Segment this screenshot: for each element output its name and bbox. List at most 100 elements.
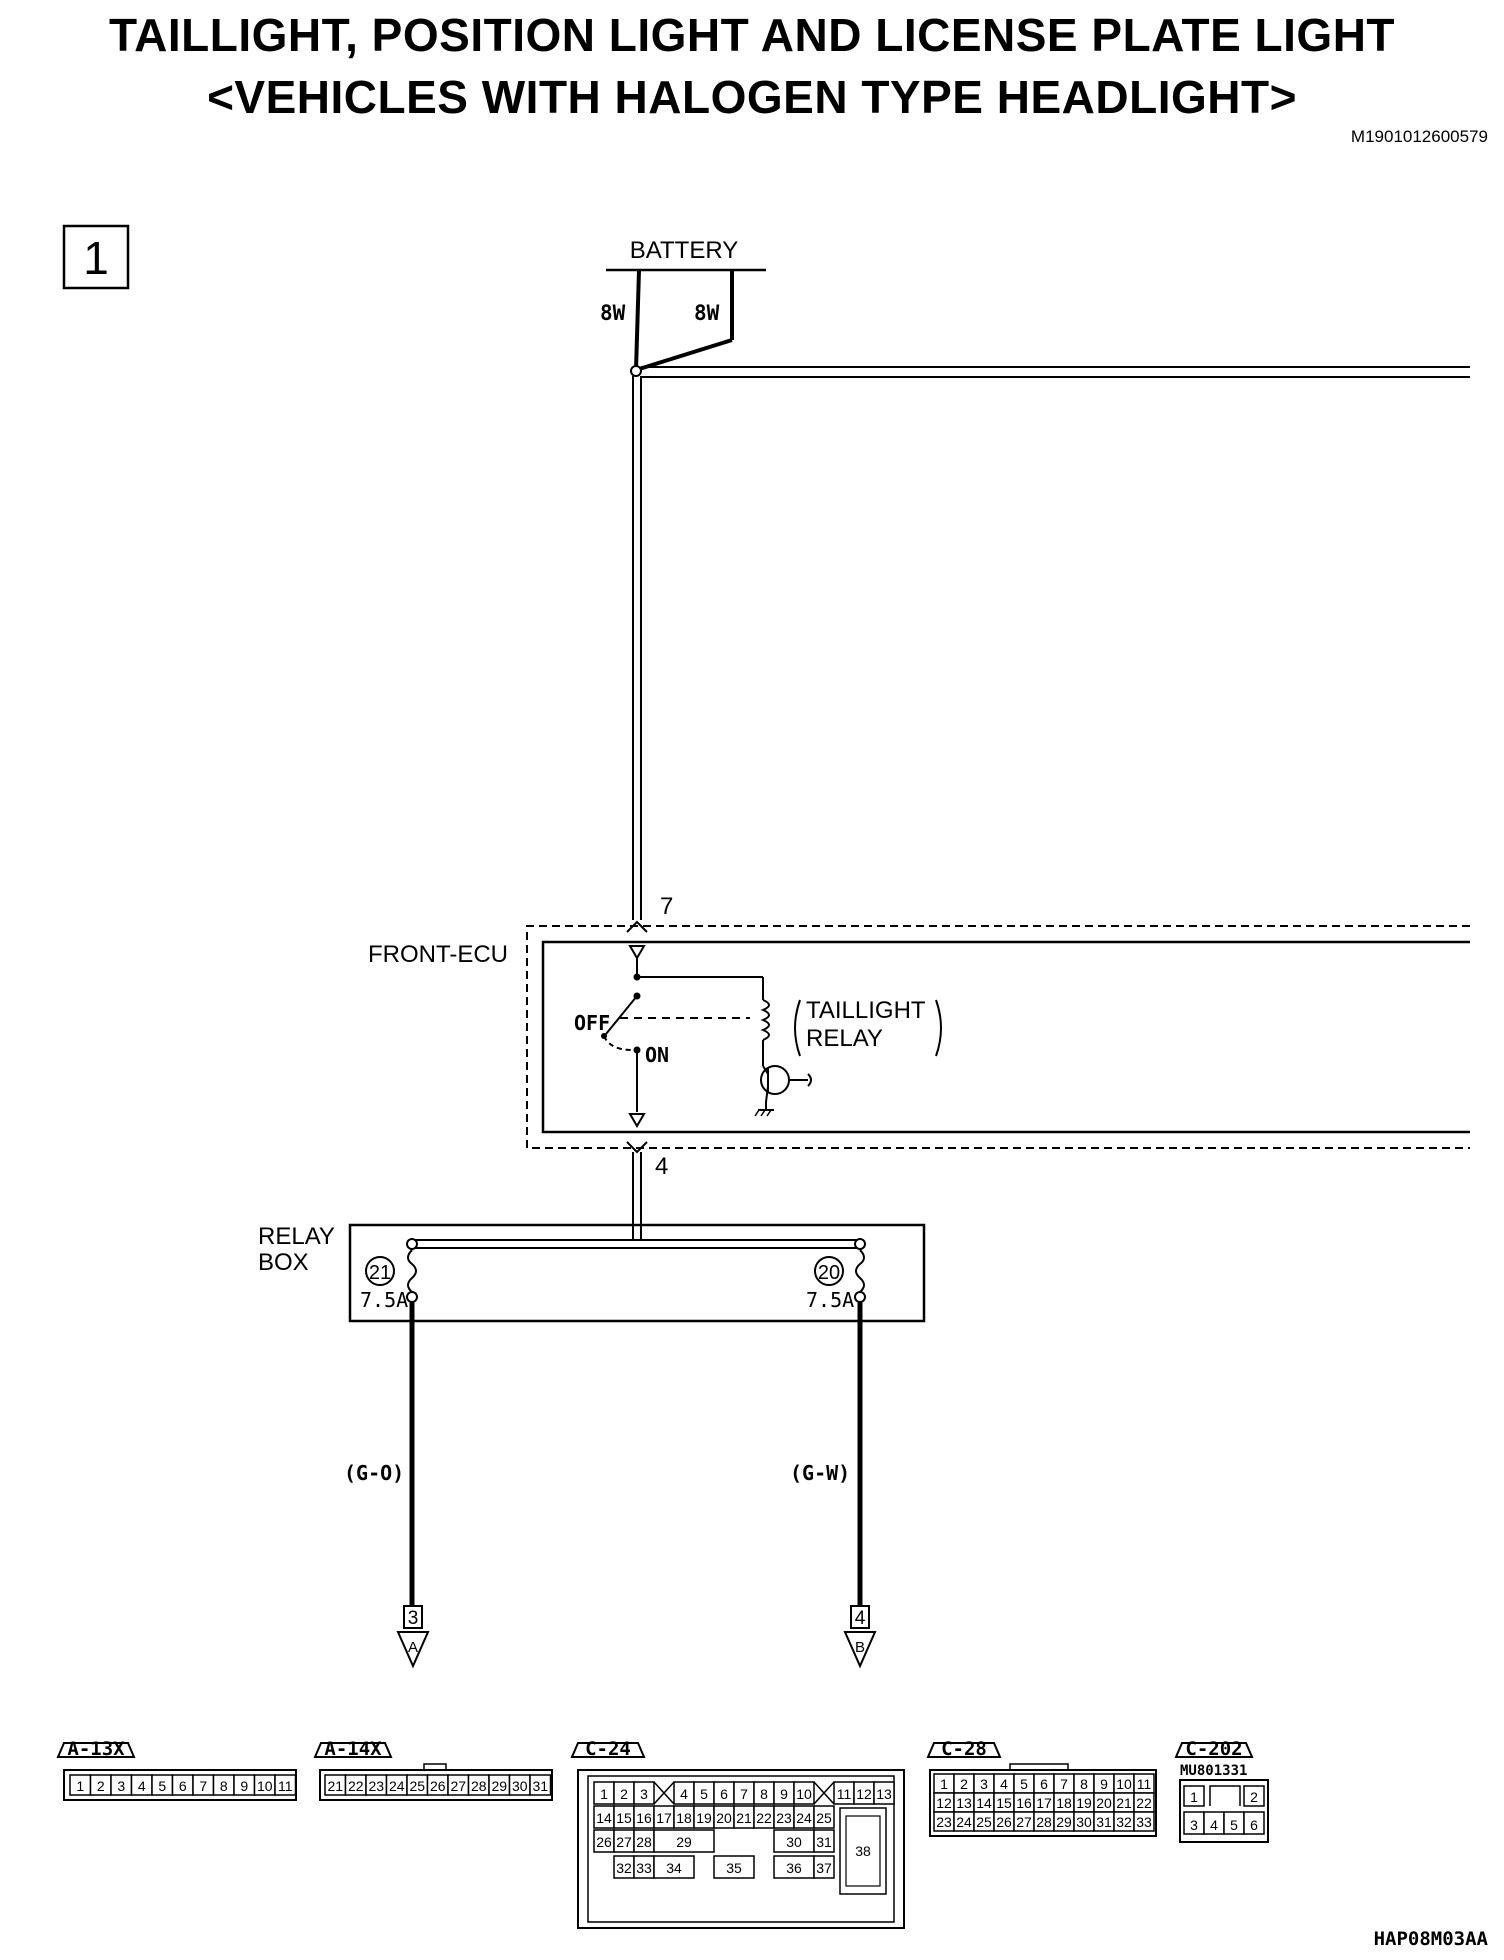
a13x-pin-label: 5 [158, 1778, 166, 1794]
relay-box-label-2: BOX [258, 1249, 309, 1276]
c24-pin-label: 20 [716, 1810, 732, 1826]
page-title-line-1: TAILLIGHT, POSITION LIGHT AND LICENSE PL… [108, 9, 1396, 61]
c24-pin-label: 17 [656, 1810, 672, 1826]
c28-pin-label: 10 [1116, 1776, 1132, 1792]
c24-pin-label: 38 [855, 1843, 871, 1859]
c28-pin-label: 17 [1036, 1795, 1052, 1811]
wire-g-w-label: (G-W) [790, 1461, 850, 1485]
ecu-pin-out: 4 [655, 1153, 668, 1180]
c24-pin-label: 30 [786, 1834, 802, 1850]
c24-pin-label: 26 [596, 1834, 612, 1850]
terminal-3: 3 [408, 1608, 419, 1629]
c24-pin-label: 37 [816, 1860, 832, 1876]
fuse-20: 20 7.5A [806, 1238, 866, 1312]
wire-g-o-label: (G-O) [344, 1461, 404, 1485]
c202-pin-1 [1183, 1785, 1205, 1807]
a13x-pin-label: 10 [257, 1778, 273, 1794]
a13x-pin-label: 2 [97, 1778, 105, 1794]
c24-pin-label: 21 [736, 1810, 752, 1826]
c24-pin-label: 28 [636, 1834, 652, 1850]
c28-pin-label: 30 [1076, 1814, 1092, 1830]
c24-pin-label: 2 [620, 1786, 628, 1802]
c28-pin-label: 31 [1096, 1814, 1112, 1830]
c28-pin-label: 20 [1096, 1795, 1112, 1811]
main-feed-wire [632, 366, 1470, 920]
c24-pin-label: 1 [600, 1786, 608, 1802]
c202-pin-label: 2 [1250, 1789, 1258, 1805]
ecu-pin-in: 7 [660, 893, 673, 920]
switch-off-label: OFF [574, 1011, 610, 1035]
c202-part-number: MU801331 [1180, 1763, 1247, 1779]
c28-pin-label: 25 [976, 1814, 992, 1830]
c24-pin-label: 4 [680, 1786, 688, 1802]
c28-pin-label: 27 [1016, 1814, 1032, 1830]
c202-pin-label: 4 [1210, 1817, 1218, 1833]
destination-a: A [408, 1639, 418, 1656]
c24-pin-label: 36 [786, 1860, 802, 1876]
a14x-label: A-14X [324, 1738, 382, 1760]
a14x-pin-label: 27 [450, 1778, 466, 1794]
a13x-pin-label: 9 [240, 1778, 248, 1794]
c24-pin-label: 23 [776, 1810, 792, 1826]
c24-pin-31 [813, 1829, 835, 1853]
c24-pin-label: 11 [837, 1786, 852, 1802]
relay-box-label-1: RELAY [258, 1223, 335, 1250]
c24-pin-label: 10 [796, 1786, 812, 1802]
taillight-relay-label-2: RELAY [806, 1025, 883, 1052]
section-number: 1 [83, 232, 109, 284]
c24-pin-label: 16 [636, 1810, 652, 1826]
terminal-4: 4 [855, 1608, 866, 1629]
c28-pin-label: 26 [996, 1814, 1012, 1830]
c28-pin-label: 13 [956, 1795, 972, 1811]
c202-label: C-202 [1185, 1738, 1242, 1760]
figure-code: HAP08M03AA [1374, 1928, 1489, 1950]
c24-pin-label: 6 [720, 1786, 728, 1802]
section-number-box: 1 [62, 224, 130, 290]
c28-pin-label: 21 [1116, 1795, 1132, 1811]
c24-pin-label: 25 [816, 1810, 832, 1826]
c28-pin-label: 3 [980, 1776, 988, 1792]
c24-pin-34 [653, 1855, 695, 1879]
wire-g-o: (G-O) 3 A [344, 1302, 430, 1669]
fuse-20-number: 20 [818, 1262, 840, 1284]
fuse-20-rating: 7.5A [806, 1288, 854, 1312]
c24-pin-13 [873, 1781, 895, 1805]
front-ecu: FRONT-ECU OFF ON [368, 925, 1470, 1149]
c28-label: C-28 [941, 1738, 987, 1760]
c202-pin-label: 6 [1250, 1817, 1258, 1833]
c202-pin-label: 3 [1190, 1817, 1198, 1833]
battery: BATTERY 8W 8W [600, 237, 766, 377]
a14x-pin-label: 22 [348, 1778, 364, 1794]
c24-pin-37 [813, 1855, 835, 1879]
wire-g-w: (G-W) 4 B [790, 1302, 877, 1669]
c24-pin-label: 22 [756, 1810, 772, 1826]
c24-pin-label: 24 [796, 1810, 812, 1826]
c202-pin-6 [1243, 1811, 1265, 1835]
c28-pin-label: 16 [1016, 1795, 1032, 1811]
c28-pin-label: 11 [1137, 1776, 1152, 1792]
c24-pin-label: 12 [856, 1786, 872, 1802]
c24-pin-35 [713, 1855, 755, 1879]
c28-pin-label: 18 [1056, 1795, 1072, 1811]
a13x-pin-label: 6 [179, 1778, 187, 1794]
fuse-21-rating: 7.5A [360, 1288, 408, 1312]
a13x-pin-label: 11 [278, 1778, 293, 1794]
c24-pin-label: 8 [760, 1786, 768, 1802]
c24-pin-label: 14 [596, 1810, 612, 1826]
c24-pin-label: 34 [666, 1860, 682, 1876]
c24-pin-label: 29 [676, 1834, 692, 1850]
a14x-pin-label: 29 [491, 1778, 507, 1794]
a14x-pin-label: 30 [512, 1778, 528, 1794]
c24-pin-label: 18 [676, 1810, 692, 1826]
c28-pin-label: 15 [996, 1795, 1012, 1811]
c24-label: C-24 [585, 1738, 631, 1760]
c28-pin-label: 2 [960, 1776, 968, 1792]
c202-label-tab: C-202 [1174, 1738, 1254, 1760]
c28-pin-label: 7 [1060, 1776, 1068, 1792]
a14x-pin-label: 26 [430, 1778, 446, 1794]
c24-label-tab: C-24 [570, 1738, 646, 1760]
c24-pin-label: 15 [616, 1810, 632, 1826]
fuse-21: 21 7.5A [360, 1238, 418, 1312]
c24-pin-38 [839, 1807, 887, 1895]
